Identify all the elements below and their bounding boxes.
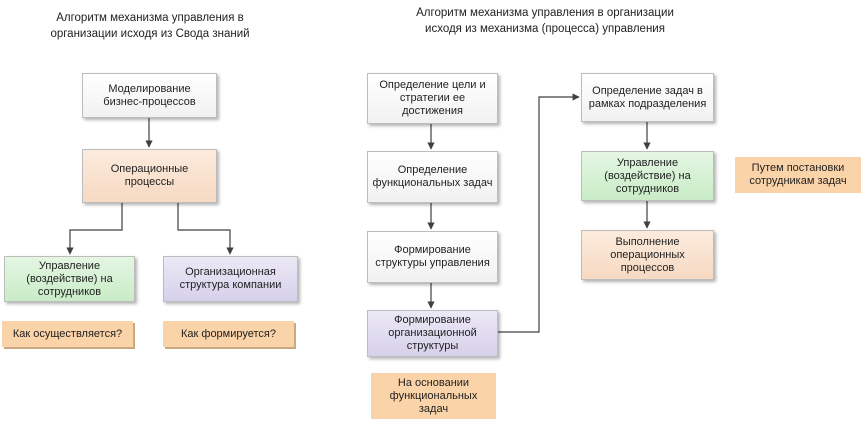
box-company-org-structure: Организационная структура компании [163,256,298,302]
box-org-structure-formation: Формирование организационной структуры [367,310,498,357]
box-goal-strategy: Определение цели и стратегии ее достижен… [367,73,498,124]
box-operational-processes: Операционные процессы [82,149,217,203]
note-based-on-functional-tasks: На основании функциональных задач [371,373,496,419]
box-functional-tasks: Определение функциональных задач [367,151,498,203]
box-department-tasks: Определение задач в рамках подразделения [581,73,714,122]
arrow-org-structure-to-dept-tasks [498,93,580,333]
box-employee-management-right: Управление (воздействие) на сотрудников [581,151,714,201]
box-management-structure: Формирование структуры управления [367,231,498,283]
box-operational-execution: Выполнение операционных процессов [581,230,714,280]
box-employee-management: Управление (воздействие) на сотрудников [4,256,135,302]
note-how-formed: Как формируется? [163,321,294,347]
arrow-operational-to-management [66,203,123,255]
left-diagram-title: Алгоритм механизма управления в организа… [50,12,250,40]
right-diagram-title: Алгоритм механизма управления в организа… [416,7,674,35]
arrow-operational-to-org-structure [177,203,234,255]
note-by-assigning-tasks: Путем постановки сотрудникам задач [735,157,861,193]
box-business-process-modeling: Моделирование бизнес-процессов [82,73,217,118]
note-how-implemented: Как осуществляется? [2,321,133,347]
